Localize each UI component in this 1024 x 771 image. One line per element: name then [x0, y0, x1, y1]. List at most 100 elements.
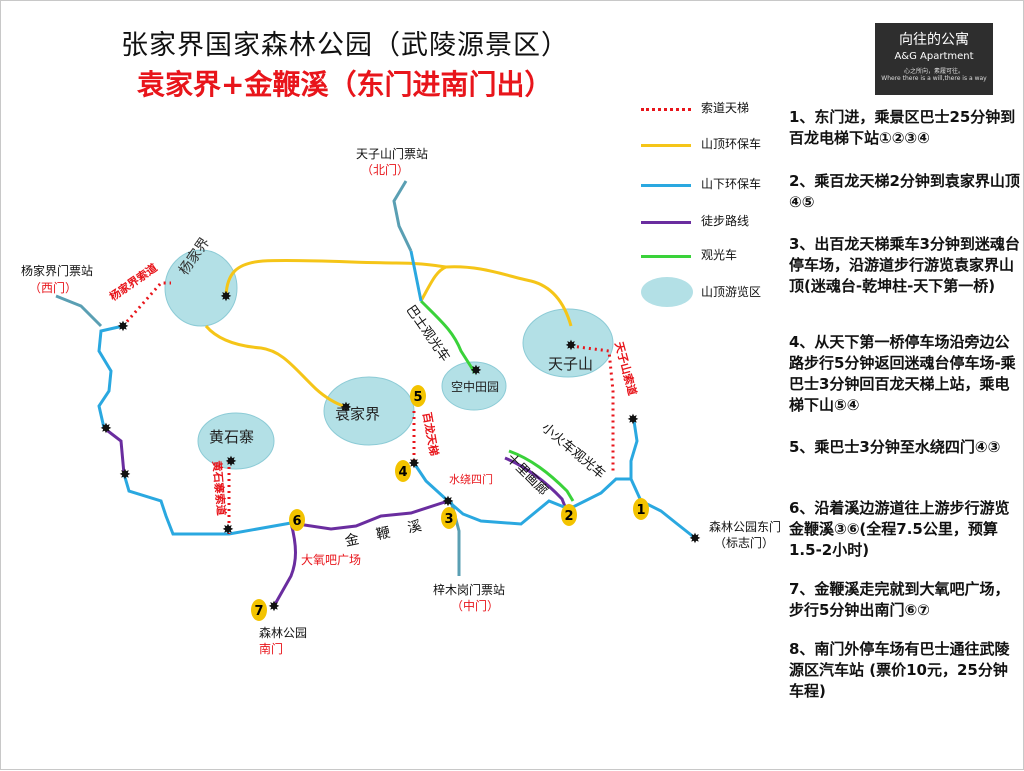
page-title: 张家界国家森林公园（武陵源景区）	[121, 30, 569, 61]
label-yangjiajie-cableway: 杨家界索道	[107, 260, 160, 303]
marker-5-label: 5	[413, 390, 422, 405]
small-train	[508, 449, 575, 502]
star-bailong-lower: ✸	[408, 456, 420, 472]
label-daoyangba: 大氧吧广场	[301, 553, 361, 567]
step-4: 4、从天下第一桥停车场沿旁边公路步行5分钟返回迷魂台停车场-乘巴士3分钟回百龙天…	[789, 333, 1016, 414]
logo-english: A&G Apartment	[894, 51, 974, 62]
label-north-tag: （北门）	[361, 162, 409, 177]
marker-6-label: 6	[292, 514, 301, 529]
label-huangshizhai-cableway: 黄石寨索道	[210, 460, 229, 516]
legend-lower-bus: 山下环保车	[641, 175, 801, 199]
area-huangshizhai	[197, 412, 275, 470]
legend-sightseeing-swatch	[641, 255, 691, 258]
legend-lower-bus-label: 山下环保车	[701, 177, 762, 191]
legend-hiking: 徒步路线	[641, 212, 801, 236]
apartment-logo: 向往的公寓 A&G Apartment 心之所向，素履可往。 Where the…	[875, 23, 993, 95]
marker-2-label: 2	[564, 509, 573, 524]
star-huangshizhai-base: ✸	[222, 522, 234, 538]
label-middle-gate: 梓木岗门票站	[433, 582, 505, 597]
marker-7	[251, 599, 267, 621]
legend-upper-bus-swatch	[641, 144, 691, 147]
area-yangjiajie	[164, 249, 238, 327]
north-gate-road	[392, 180, 413, 252]
star-left1: ✸	[100, 421, 112, 437]
step-3: 3、出百龙天梯乘车3分钟到迷魂台停车场，沿游道步行游览袁家界山顶(迷魂台-乾坤柱…	[789, 235, 1020, 295]
step-5: 5、乘巴士3分钟至水绕四门④③	[789, 438, 1001, 456]
yangjiajie-cableway	[121, 281, 171, 327]
legend-cableway: 索道天梯	[641, 99, 801, 123]
step-7: 7、金鞭溪走完就到大氧吧广场，步行5分钟出南门⑥⑦	[789, 580, 1010, 619]
marker-5	[410, 385, 426, 407]
legend-upper-bus-label: 山顶环保车	[701, 137, 762, 151]
legend-sightseeing: 观光车	[641, 246, 801, 270]
step-8: 8、南门外停车场有巴士通往武陵源区汽车站 (票价10元，25分钟车程)	[789, 640, 1010, 700]
label-south-tag: 南门	[259, 641, 283, 656]
marker-3-label: 3	[444, 512, 453, 527]
label-shuiraosimen: 水绕四门	[449, 472, 493, 486]
legend-scenic-area-swatch	[641, 277, 693, 307]
label-huangshizhai: 黄石寨	[209, 428, 254, 446]
legend-cableway-label: 索道天梯	[701, 101, 750, 115]
marker-3	[441, 507, 457, 529]
number-markers: 1 2 3 4 5 6 7	[251, 385, 649, 621]
marker-2	[561, 504, 577, 526]
legend-lower-bus-swatch	[641, 184, 691, 187]
star-tianzishan-lower: ✸	[627, 412, 639, 428]
route-subtitle: 袁家界+金鞭溪（东门进南门出）	[137, 68, 553, 101]
west-gate-road	[55, 294, 103, 328]
lower-bus-route	[97, 250, 696, 540]
star-kongzhong: ✸	[470, 363, 482, 379]
label-west-gate: 杨家界门票站	[21, 263, 93, 278]
star-tianzishan: ✸	[565, 338, 577, 354]
star-yuanjiajie: ✸	[340, 400, 352, 416]
label-jinbianxi: 金鞭溪	[344, 514, 441, 550]
marker-4-label: 4	[398, 465, 407, 480]
upper-bus-route	[204, 258, 573, 409]
label-shilihualang: 十里画廊	[503, 451, 551, 499]
logo-slogan-cn: 心之所向，素履可往。	[903, 68, 964, 75]
star-yangjiajie: ✸	[220, 289, 232, 305]
shilihualang-trail	[504, 456, 568, 510]
star-huangshizhai: ✸	[225, 454, 237, 470]
star-south-gate: ✸	[268, 599, 280, 615]
label-tianzishan-cableway: 天子山索道	[612, 340, 640, 397]
legend-cableway-swatch	[641, 108, 691, 111]
step-2: 2、乘百龙天梯2分钟到袁家界山顶④⑤	[789, 172, 1020, 211]
marker-7-label: 7	[254, 604, 263, 619]
marker-1-label: 1	[636, 503, 645, 518]
label-west-tag: （西门）	[29, 280, 77, 295]
area-tianzishan	[522, 308, 614, 378]
legend-scenic-area-label: 山顶游览区	[701, 285, 762, 299]
legend-hiking-swatch	[641, 221, 691, 224]
logo-name: 向往的公寓	[899, 32, 969, 48]
label-south-gate: 森林公园	[259, 625, 307, 640]
label-bailong: 百龙天梯	[420, 411, 441, 457]
legend-upper-bus: 山顶环保车	[641, 135, 801, 159]
marker-1	[633, 498, 649, 520]
star-west: ✸	[117, 319, 129, 335]
label-yuanjiajie: 袁家界	[335, 405, 380, 423]
label-north-gate: 天子山门票站	[356, 146, 428, 161]
tianzishan-cableway	[570, 344, 615, 471]
step-1: 1、东门进，乘景区巴士25分钟到百龙电梯下站①②③④	[789, 108, 1016, 147]
star-east-gate: ✸	[689, 531, 701, 547]
hiking-trail	[103, 426, 449, 607]
marker-4	[395, 460, 411, 482]
star-left2: ✸	[119, 467, 131, 483]
star-shuiraosimen: ✸	[442, 494, 454, 510]
label-middle-tag: （中门）	[451, 598, 499, 613]
label-east-tag: （标志门）	[714, 535, 774, 550]
legend-scenic-area: 山顶游览区	[641, 277, 801, 307]
area-kongzhongtianyuan	[441, 361, 507, 411]
label-east-gate: 森林公园东门	[709, 519, 781, 534]
label-tianzishan: 天子山	[548, 355, 593, 373]
logo-slogan-en: Where there is a will,there is a way	[881, 75, 987, 82]
step-6: 6、沿着溪边游道往上游步行游览金鞭溪③⑥(全程7.5公里，预算1.5-2小时)	[789, 499, 1010, 559]
sightseeing-bus	[419, 299, 477, 374]
label-kongzhongtianyuan: 空中田园	[451, 379, 499, 394]
legend-sightseeing-label: 观光车	[701, 248, 738, 262]
legend-hiking-label: 徒步路线	[701, 214, 750, 228]
label-bus-sightseeing: 巴士观光车	[403, 302, 453, 364]
